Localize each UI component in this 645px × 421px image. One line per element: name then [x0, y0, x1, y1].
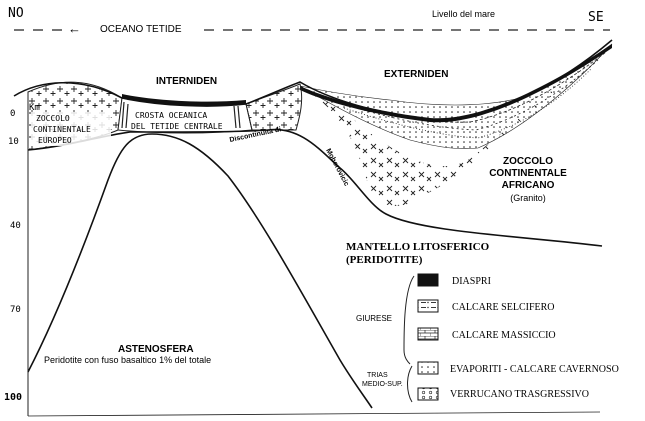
legend: GIURESE TRIAS MEDIO-SUP. DIASPRI CALCARE… — [356, 273, 619, 403]
legend-group-jurassic: GIURESE — [356, 314, 392, 323]
interniden-label: INTERNIDEN — [156, 76, 217, 87]
sediment-wedge — [299, 43, 613, 150]
european-crust-label: ZOCCOLO — [36, 114, 70, 123]
asthenosphere-title: ASTENOSFERA — [118, 344, 194, 355]
legend-swatch-calcare-selcifero — [417, 299, 439, 313]
legend-trias-brace — [407, 365, 413, 403]
legend-swatch-verrucano — [417, 387, 439, 401]
african-crust-note: (Granito) — [510, 193, 546, 203]
mantle-label: MANTELLO LITOSFERICO — [346, 241, 490, 253]
legend-jurassic-brace — [403, 275, 415, 365]
arrow-west-icon: ← — [68, 21, 81, 36]
depth-tick-label: 0 — [10, 109, 15, 119]
legend-item-label: CALCARE SELCIFERO — [452, 302, 555, 313]
european-crust-label: EUROPEO — [38, 136, 72, 145]
legend-group-trias: TRIAS — [367, 372, 388, 379]
moho-line — [27, 128, 603, 247]
mantle-label: (PERIDOTITE) — [346, 254, 423, 266]
legend-item-label: CALCARE MASSICCIO — [452, 330, 556, 341]
interniden-ridge-body — [245, 83, 303, 131]
ocean-label: OCEANO TETIDE — [100, 24, 182, 35]
legend-swatch-calcare-massiccio — [417, 327, 439, 341]
african-crust-label: AFRICANO — [502, 180, 555, 191]
sea-level-label: Livello del mare — [432, 9, 495, 19]
moho-label: Mohorovicic — [324, 148, 350, 188]
oceanic-crust-label: DEL TETIDE CENTRALE — [131, 122, 223, 131]
legend-item-label: DIASPRI — [452, 276, 491, 287]
asthenosphere-note: Peridotite con fuso basaltico 1% del tot… — [44, 355, 211, 365]
depth-tick-label: 40 — [10, 221, 21, 231]
african-crust-label: ZOCCOLO — [503, 156, 553, 167]
legend-swatch-evaporiti — [417, 361, 439, 375]
depth-tick-label: 100 — [4, 392, 22, 403]
legend-item-label: VERRUCANO TRASGRESSIVO — [450, 389, 589, 400]
direction-right-label: SE — [588, 10, 604, 25]
depth-tick-label: 10 — [8, 137, 19, 147]
externiden-label: EXTERNIDEN — [384, 69, 448, 80]
oceanic-crust-label: CROSTA OCEANICA — [135, 111, 207, 120]
legend-group-trias: MEDIO-SUP. — [362, 381, 403, 388]
bottom-baseline — [27, 411, 601, 417]
surface-profile-line — [13, 39, 613, 121]
european-crust-label: CONTINENTALE — [33, 125, 91, 134]
african-crust-body — [300, 44, 612, 206]
depth-tick-label: 70 — [10, 305, 21, 315]
asthenosphere-boundary — [27, 133, 373, 409]
direction-left-label: NO — [8, 6, 24, 21]
legend-swatch-diaspri — [417, 273, 439, 287]
african-crust-label: CONTINENTALE — [489, 168, 567, 179]
depth-unit-label: Km — [29, 103, 40, 113]
legend-item-label: EVAPORITI - CALCARE CAVERNOSO — [450, 364, 619, 375]
